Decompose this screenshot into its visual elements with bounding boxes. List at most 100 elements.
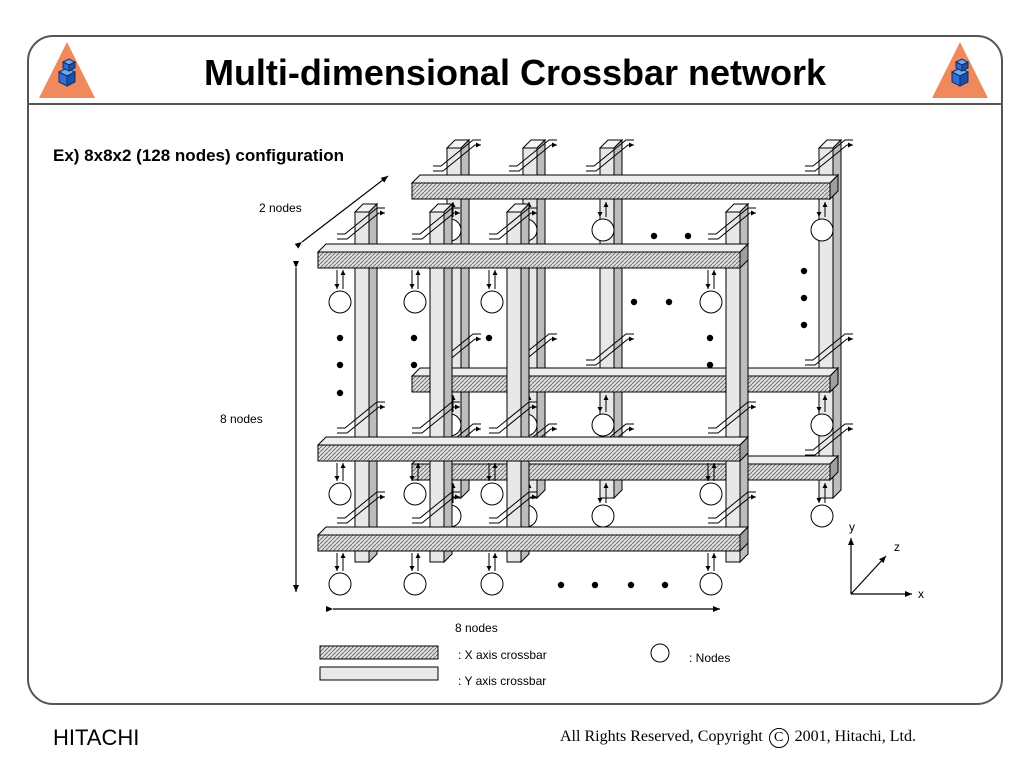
hitachi-logo-icon [932,42,988,98]
axis-z-label: z [894,540,900,554]
node-icon [591,504,615,528]
x-crossbar [317,444,741,462]
ellipsis-dot [627,581,635,589]
z-link-line [412,210,460,240]
x-crossbar [317,534,741,552]
slide-title: Multi-dimensional Crossbar network [203,52,827,93]
axis-x-label: x [918,587,924,601]
z-link-line [708,491,756,519]
hitachi-logo-icon [39,42,95,98]
ellipsis-dot [800,267,808,275]
node-icon [328,572,352,596]
node-icon [591,413,615,437]
z-link-line [337,401,385,429]
ellipsis-dot [706,361,714,369]
ellipsis-dot [665,298,673,306]
ellipsis-dot [336,389,344,397]
x-crossbar [317,251,741,269]
node-icon [403,482,427,506]
x-crossbar-top [316,243,750,253]
z-link-line [337,491,385,519]
node-icon [403,290,427,314]
depth-label: 2 nodes [259,201,302,215]
z-link-line [509,139,557,167]
ellipsis-dot [661,581,669,589]
z-link-line [489,404,537,434]
z-link-line [708,210,756,240]
z-link-line [586,139,634,167]
ellipsis-dot [800,321,808,329]
legend-x-crossbar-label: : X axis crossbar [458,648,547,662]
ellipsis-dot [485,334,493,342]
company-name: HITACHI [53,725,140,750]
copyright-notice: All Rights Reserved, Copyright C 2001, H… [560,728,916,748]
z-link-line [489,494,537,524]
ellipsis-dot [410,334,418,342]
ellipsis-dot [650,232,658,240]
node-icon [699,482,723,506]
copyright-suffix: 2001, Hitachi, Ltd. [790,728,916,745]
z-link-line [805,333,853,361]
node-icon [591,218,615,242]
ellipsis-dot [336,334,344,342]
x-crossbar [411,463,831,481]
ellipsis-dot [336,361,344,369]
z-link-line [337,494,385,524]
z-link-line [433,142,481,172]
node-icon [480,572,504,596]
ellipsis-dot [800,294,808,302]
legend-node-icon [650,643,670,663]
x-crossbar-top [316,436,750,446]
title-divider [28,103,1002,105]
z-link-line [412,207,460,235]
y-crossbar [506,211,522,563]
z-link-line [586,142,634,172]
z-link-line [805,336,853,366]
z-link-line [586,333,634,361]
z-link-line [708,494,756,524]
node-icon [810,218,834,242]
axis-indicator [848,538,912,597]
z-link-line [805,426,853,456]
slide-frame [27,35,1003,705]
node-icon [328,290,352,314]
ellipsis-dot [557,581,565,589]
z-link-line [433,139,481,167]
z-link-line [489,207,537,235]
z-link-line [412,404,460,434]
node-icon [328,482,352,506]
ellipsis-dot [684,232,692,240]
z-link-line [412,491,460,519]
node-icon [403,572,427,596]
z-link-line [586,336,634,366]
z-link-line [412,401,460,429]
y-crossbar [725,211,741,563]
z-link-line [412,494,460,524]
y-crossbar [429,211,445,563]
z-link-line [805,423,853,451]
width-label: 8 nodes [455,621,498,635]
ellipsis-dot [630,298,638,306]
copyright-prefix: All Rights Reserved, Copyright [560,728,767,745]
x-crossbar-top [316,526,750,536]
z-link-line [489,401,537,429]
node-icon [480,482,504,506]
z-axis-arrow [850,555,887,595]
z-link-line [337,404,385,434]
z-link-line [708,404,756,434]
z-link-line [509,142,557,172]
back-plane [410,138,853,528]
z-link-line [489,210,537,240]
legend-nodes-label: : Nodes [689,651,730,665]
z-link-line [708,401,756,429]
config-label: Ex) 8x8x2 (128 nodes) configuration [53,146,344,165]
node-icon [480,290,504,314]
front-plane [316,202,756,596]
dimension-arrows [293,175,720,612]
axis-y-label: y [849,520,855,534]
x-crossbar [411,182,831,200]
ellipsis-dot [591,581,599,589]
node-icon [699,290,723,314]
node-icon [699,572,723,596]
